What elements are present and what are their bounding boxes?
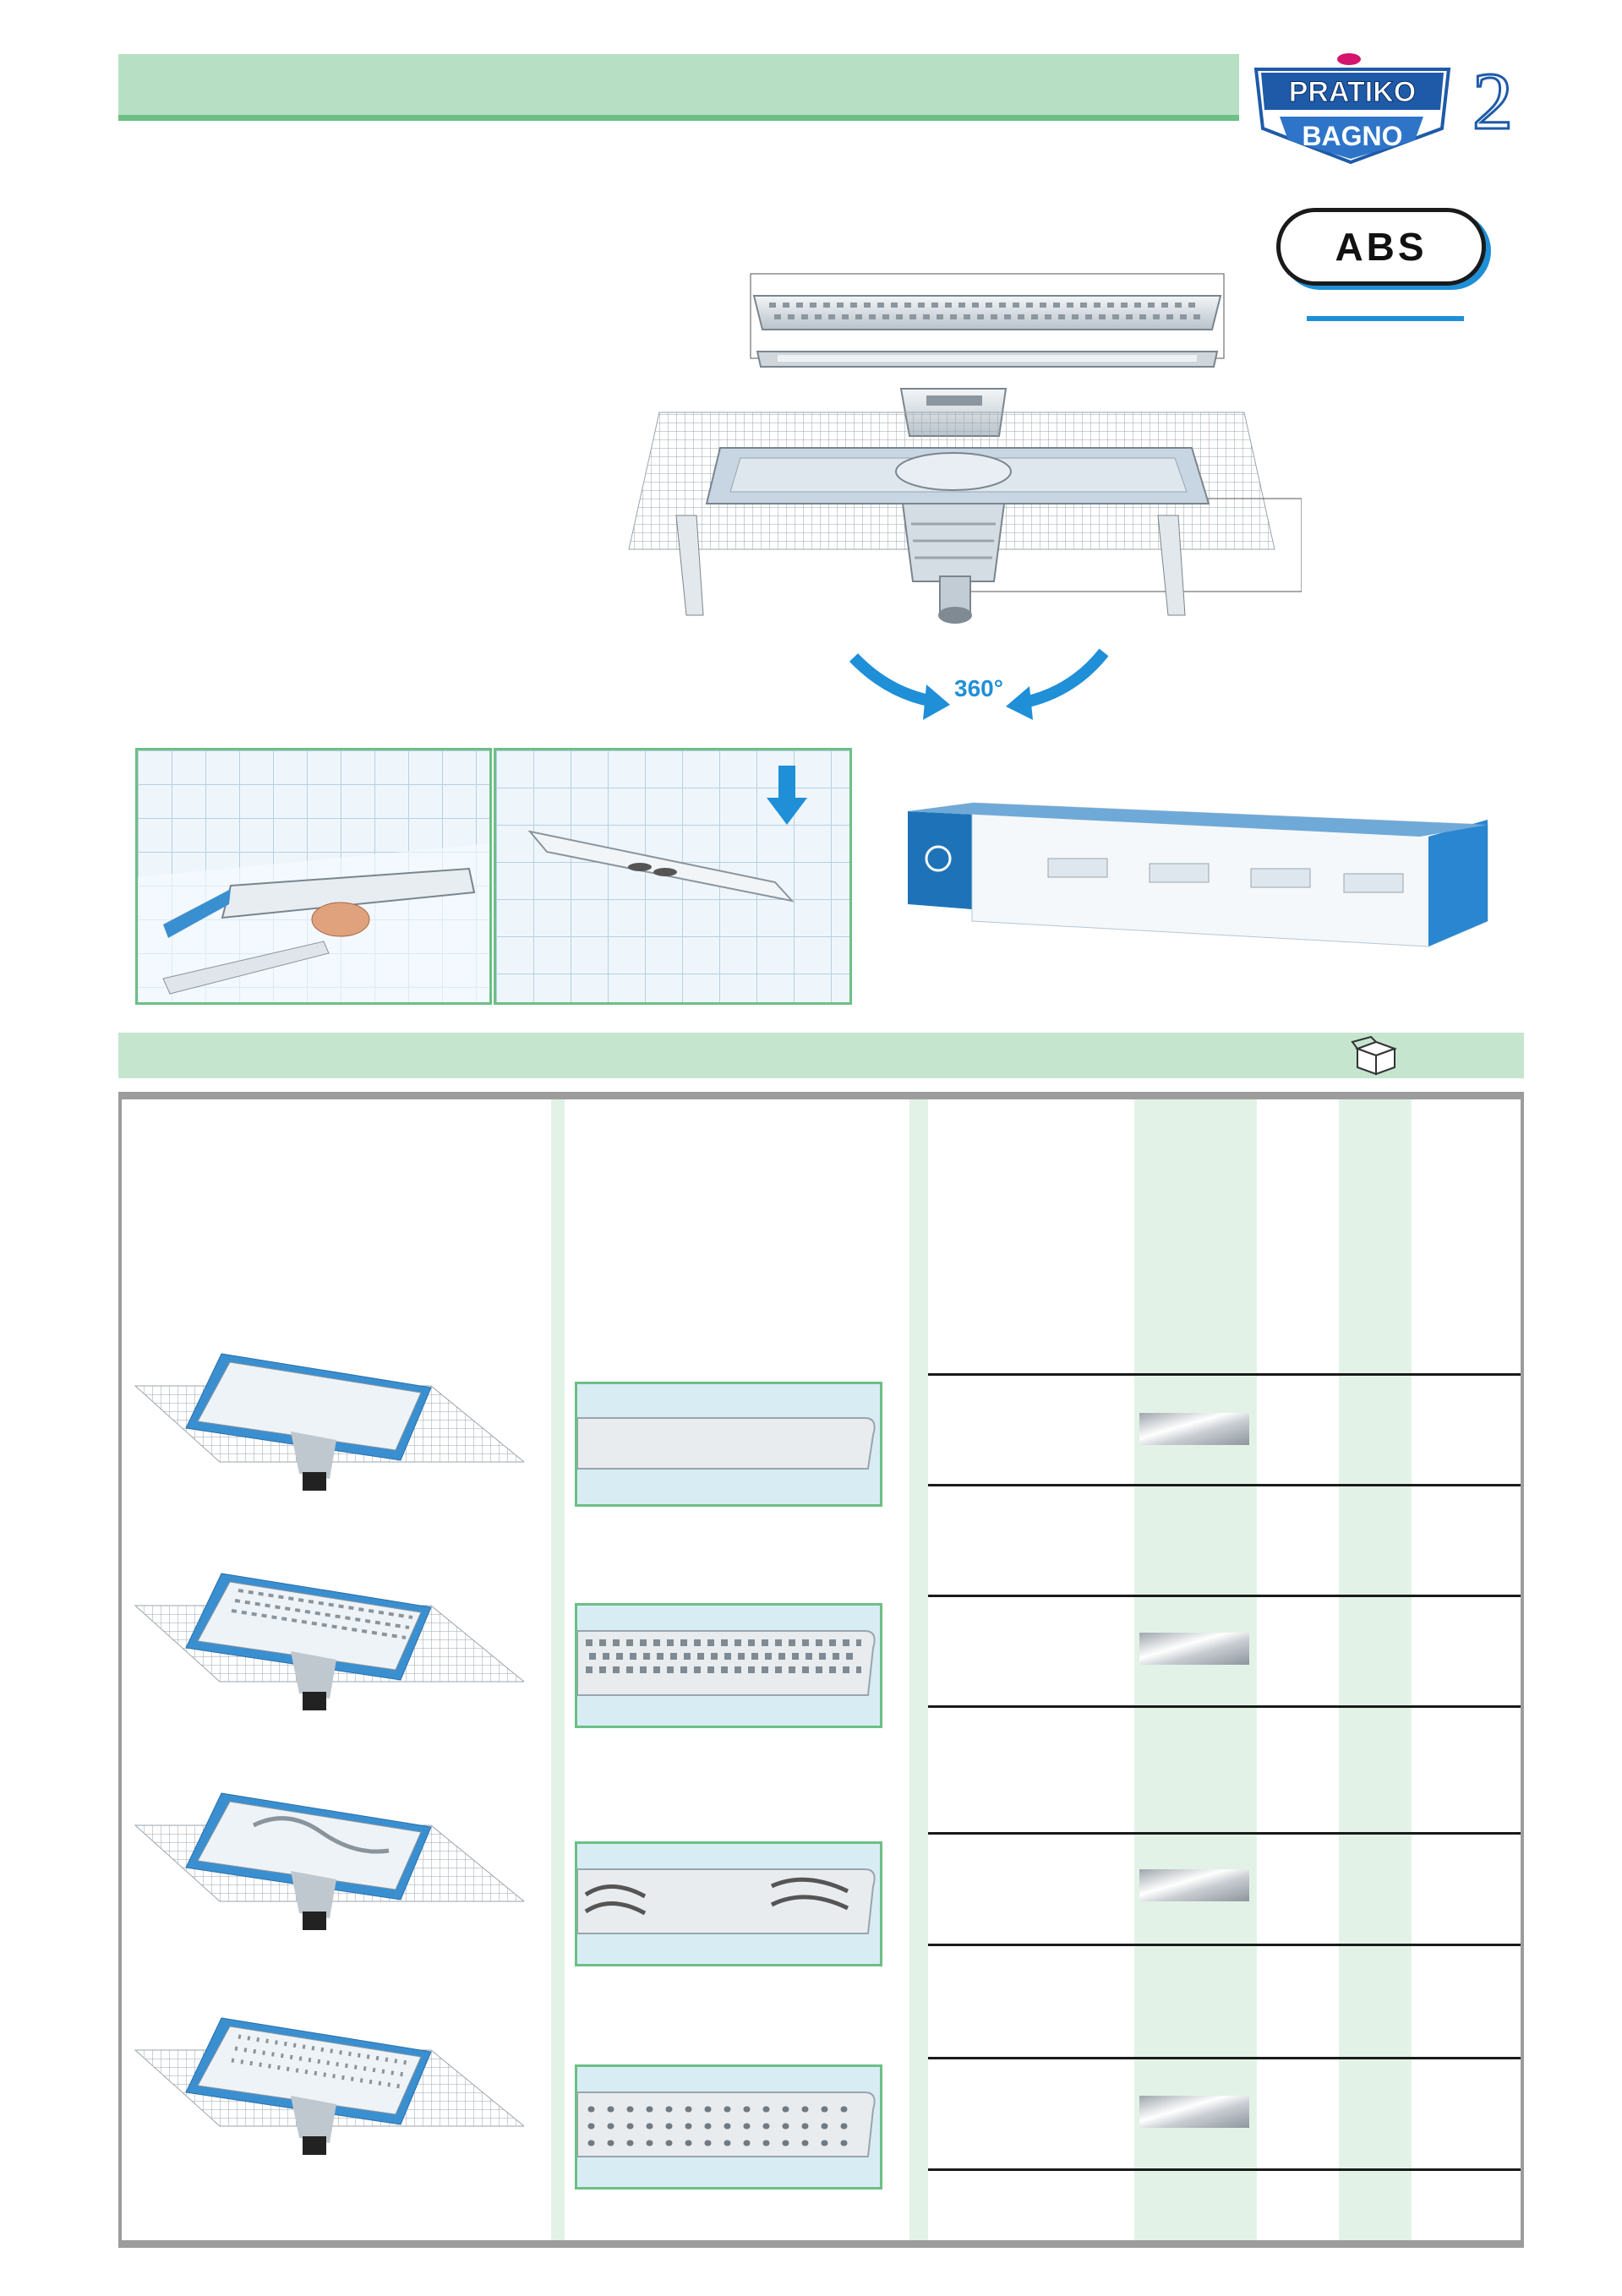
table-divider-column — [551, 1099, 565, 2240]
finish-swatch-chrome — [1139, 1869, 1249, 1901]
table-divider-column — [909, 1099, 928, 2240]
installation-photo-grate — [494, 748, 852, 1005]
header-bar — [118, 54, 1239, 121]
grate-closeup-square-holes — [575, 1603, 882, 1728]
logo-bottom-text: BAGNO — [1302, 121, 1402, 151]
table-row-rule — [928, 1705, 1521, 1708]
abs-material-badge: ABS — [1276, 208, 1486, 286]
product-drawing-plain — [134, 1353, 524, 1491]
logo-top-text: PRATIKO — [1289, 76, 1416, 108]
table-row-rule — [928, 2057, 1521, 2059]
section-header-bar — [118, 1033, 1524, 1078]
table-row-rule — [928, 1484, 1521, 1486]
table-row-rule — [928, 1944, 1521, 1946]
grate-closeup-plain — [575, 1382, 882, 1507]
product-drawing-round-holes — [134, 2017, 524, 2155]
package-box-icon — [1351, 1035, 1397, 1076]
product-drawing-wave — [134, 1792, 524, 1930]
table-row-rule — [928, 1373, 1521, 1376]
pratiko-bagno-logo: PRATIKO BAGNO 2 — [1253, 53, 1515, 165]
table-finish-column — [1134, 1099, 1257, 2240]
grate-closeup-wave — [575, 1841, 882, 1966]
abs-label: ABS — [1335, 225, 1428, 269]
exploded-drain-diagram: 360° — [628, 273, 1302, 720]
rotation-label: 360° — [954, 675, 1003, 701]
table-code-column — [1339, 1099, 1412, 2240]
finish-swatch-chrome — [1139, 1633, 1249, 1665]
table-row-rule — [928, 1595, 1521, 1597]
product-drawing-square-holes — [134, 1573, 524, 1710]
installation-photo-channel — [135, 748, 492, 1005]
finish-swatch-chrome — [1139, 1413, 1249, 1445]
abs-underline — [1307, 316, 1464, 321]
logo-number: 2 — [1472, 56, 1513, 146]
grate-closeup-round-holes — [575, 2064, 882, 2190]
table-row-rule — [928, 2168, 1521, 2171]
finish-swatch-chrome — [1139, 2096, 1249, 2128]
product-package — [908, 802, 1488, 947]
rotation-arrows-icon — [849, 648, 1109, 720]
table-row-rule — [928, 1832, 1521, 1835]
grate-top — [752, 295, 1222, 330]
